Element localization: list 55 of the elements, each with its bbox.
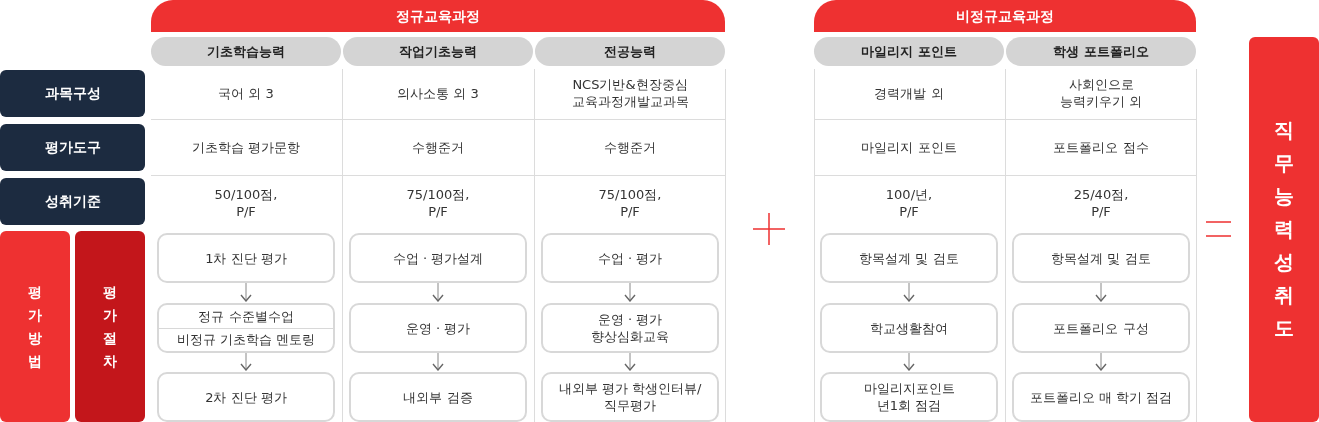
row-header: 평가방법	[0, 231, 70, 422]
cell-text: 75/100점, P/F	[405, 186, 471, 220]
category-tab: 작업기초능력	[343, 37, 533, 66]
process-box: 운영 · 평가 향상심화교육	[541, 303, 719, 353]
process-box: 항목설계 및 검토	[820, 233, 998, 283]
process-box: 학교생활참여	[820, 303, 998, 353]
cell-text: 수행준거	[603, 138, 657, 156]
arrow	[903, 282, 915, 302]
cell-text: 마일리지 포인트	[860, 138, 958, 156]
row-header: 성취기준	[0, 178, 145, 225]
section-header-band: 비정규교육과정	[814, 0, 1196, 32]
cell-text: 25/40점, P/F	[1072, 186, 1130, 220]
arrow	[240, 352, 252, 371]
cell-text: 기초학습 평가문항	[190, 138, 302, 156]
process-box	[157, 303, 335, 353]
result-bar: 직무능력성취도	[1249, 37, 1319, 422]
process-box: 항목설계 및 검토	[1012, 233, 1190, 283]
arrow	[432, 352, 444, 371]
category-tab: 마일리지 포인트	[814, 37, 1004, 66]
section-header-band: 정규교육과정	[151, 0, 725, 32]
cell-text: 경력개발 외	[873, 84, 945, 102]
process-box: 내외부 평가 학생인터뷰/직무평가	[541, 372, 719, 422]
cell-text: 100/년, P/F	[884, 186, 934, 220]
arrow	[1095, 352, 1107, 371]
arrow	[432, 282, 444, 302]
cell-text: 수행준거	[411, 138, 465, 156]
process-box: 마일리지포인트 년1회 점검	[820, 372, 998, 422]
row-header: 평가도구	[0, 124, 145, 171]
cell-text: 75/100점, P/F	[597, 186, 663, 220]
category-tab: 기초학습능력	[151, 37, 341, 66]
process-box: 1차 진단 평가	[157, 233, 335, 283]
process-box: 2차 진단 평가	[157, 372, 335, 422]
process-box: 운영 · 평가	[349, 303, 527, 353]
row-header: 과목구성	[0, 70, 145, 117]
arrow	[624, 282, 636, 302]
cell-text: 사회인으로 능력키우기 외	[1058, 76, 1144, 110]
process-box: 포트폴리오 구성	[1012, 303, 1190, 353]
cell-text: NCS기반&현장중심 교육과정개발교과목	[570, 76, 690, 110]
cell-text: 국어 외 3	[217, 84, 275, 102]
category-tab: 전공능력	[535, 37, 725, 66]
process-box: 수업 · 평가설계	[349, 233, 527, 283]
arrow	[1095, 282, 1107, 302]
arrow	[240, 282, 252, 302]
process-step-text: 비정규 기초학습 멘토링	[175, 331, 317, 350]
row-header: 평가절차	[75, 231, 145, 422]
cell-text: 포트폴리오 점수	[1052, 138, 1150, 156]
process-box: 수업 · 평가	[541, 233, 719, 283]
process-box: 포트폴리오 매 학기 점검	[1012, 372, 1190, 422]
cell-text: 50/100점, P/F	[213, 186, 279, 220]
category-tab: 학생 포트폴리오	[1006, 37, 1196, 66]
cell-text: 의사소통 외 3	[396, 84, 480, 102]
arrow	[903, 352, 915, 371]
arrow	[624, 352, 636, 371]
process-step-text: 정규 수준별수업	[197, 307, 295, 326]
process-box: 내외부 검증	[349, 372, 527, 422]
